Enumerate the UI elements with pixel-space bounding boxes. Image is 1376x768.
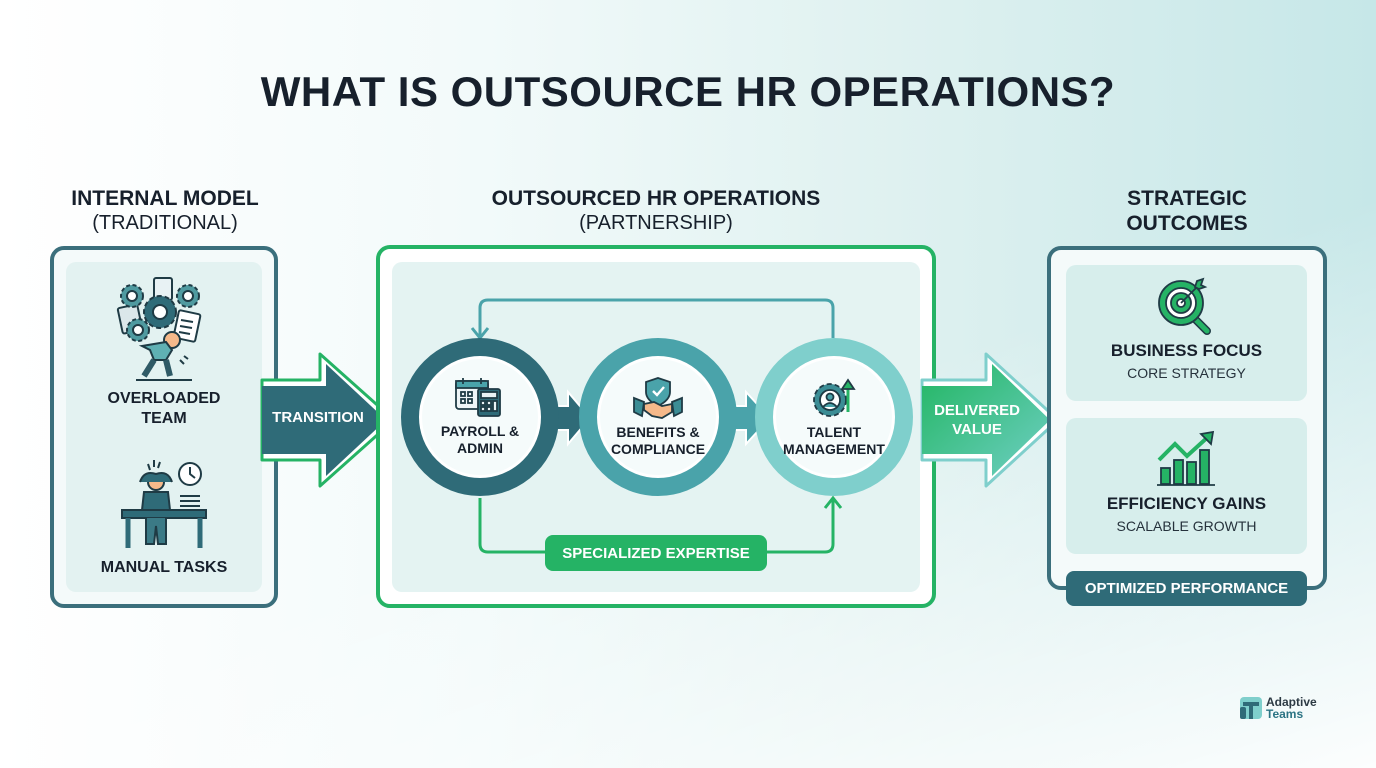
shield-handshake-icon — [633, 377, 683, 419]
talent-management-label: TALENT MANAGEMENT — [783, 424, 885, 458]
benefits-compliance-label-line2: COMPLIANCE — [610, 441, 706, 457]
step-payroll-admin: PAYROLL & ADMIN — [401, 338, 559, 496]
outsourced-heading: OUTSOURCED HR OPERATIONS (PARTNERSHIP) — [376, 186, 936, 236]
overloaded-team-label-line1: OVERLOADED — [107, 390, 221, 407]
talent-management-label-line1: TALENT — [806, 424, 862, 440]
overloaded-person-gears-icon — [116, 277, 202, 381]
delivered-value-label: DELIVERED VALUE — [922, 401, 1032, 439]
transition-arrow — [260, 352, 396, 488]
internal-model-heading: INTERNAL MODEL (TRADITIONAL) — [40, 186, 290, 236]
gear-person-growth-icon — [813, 378, 856, 417]
calendar-calculator-icon — [455, 378, 501, 417]
efficiency-gains-title: EFFICIENCY GAINS — [1106, 494, 1267, 513]
outsourced-subtitle: (PARTNERSHIP) — [579, 212, 733, 234]
adaptive-teams-logo-icon — [1240, 697, 1262, 719]
bar-chart-growth-icon — [1156, 430, 1215, 486]
optimized-performance-badge: OPTIMIZED PERFORMANCE — [1066, 571, 1307, 606]
outcomes-title-line2: OUTCOMES — [1126, 212, 1248, 235]
delivered-value-label-line1: DELIVERED — [934, 402, 1020, 419]
benefits-compliance-label-line1: BENEFITS & — [616, 424, 700, 440]
outcome-card-efficiency-gains: EFFICIENCY GAINS SCALABLE GROWTH — [1066, 418, 1307, 554]
delivered-value-arrow — [920, 352, 1060, 488]
outcomes-title-line1: STRATEGIC — [1127, 187, 1247, 210]
efficiency-gains-subtitle: SCALABLE GROWTH — [1116, 518, 1257, 534]
stressed-person-desk-clock-icon — [121, 460, 207, 548]
benefits-compliance-label: BENEFITS & COMPLIANCE — [611, 424, 705, 458]
target-magnifier-icon — [1157, 277, 1211, 335]
payroll-admin-label-line1: PAYROLL & — [440, 423, 520, 439]
transition-label: TRANSITION — [272, 409, 364, 426]
payroll-admin-label-line2: ADMIN — [457, 440, 503, 456]
outcome-card-business-focus: BUSINESS FOCUS CORE STRATEGY — [1066, 265, 1307, 401]
step-benefits-compliance: BENEFITS & COMPLIANCE — [579, 338, 737, 496]
payroll-admin-label: PAYROLL & ADMIN — [441, 423, 519, 457]
overloaded-team-label: OVERLOADED TEAM — [66, 389, 262, 429]
delivered-value-label-line2: VALUE — [952, 421, 1002, 438]
internal-model-title: INTERNAL MODEL — [71, 187, 259, 210]
specialized-expertise-badge: SPECIALIZED EXPERTISE — [545, 535, 767, 571]
step-talent-management: TALENT MANAGEMENT — [755, 338, 913, 496]
internal-model-subtitle: (TRADITIONAL) — [92, 212, 238, 234]
logo-line2: Teams — [1266, 707, 1304, 721]
outcomes-heading: STRATEGIC OUTCOMES — [1047, 186, 1327, 236]
page-title: WHAT IS OUTSOURCE HR OPERATIONS? — [260, 68, 1116, 115]
adaptive-teams-logo: Adaptive Teams — [1240, 696, 1317, 720]
overloaded-team-label-line2: TEAM — [141, 410, 187, 427]
business-focus-title: BUSINESS FOCUS — [1110, 341, 1263, 360]
logo-line1: Adaptive — [1266, 695, 1317, 709]
adaptive-teams-logo-text: Adaptive Teams — [1266, 696, 1317, 720]
outsourced-title: OUTSOURCED HR OPERATIONS — [491, 187, 821, 210]
manual-tasks-label: MANUAL TASKS — [100, 559, 228, 576]
business-focus-subtitle: CORE STRATEGY — [1127, 365, 1246, 381]
talent-management-label-line2: MANAGEMENT — [783, 441, 885, 457]
